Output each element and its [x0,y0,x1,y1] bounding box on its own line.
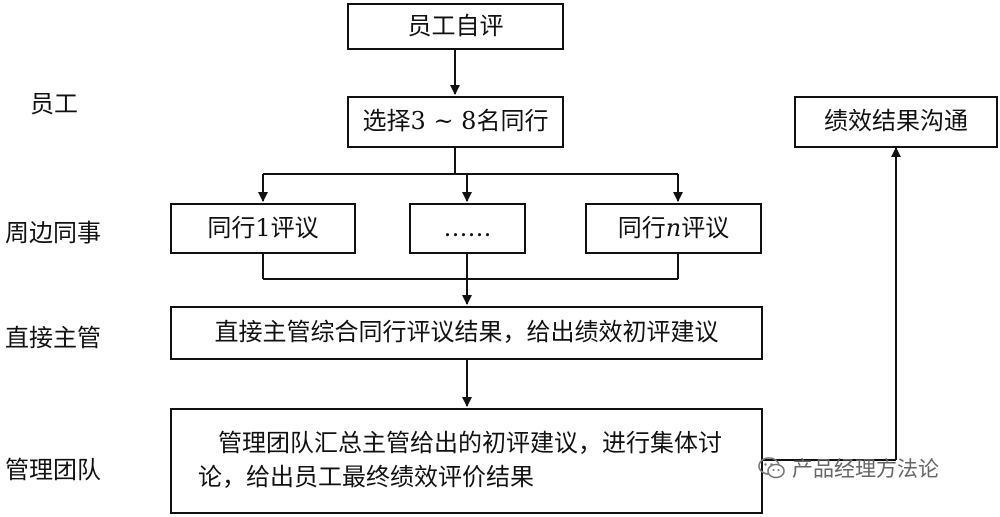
node-peer-review-ellipsis: …… [409,203,526,254]
node-self-review: 员工自评 [347,3,564,50]
watermark-text: 产品经理方法论 [792,457,939,481]
node-result-communication: 绩效结果沟通 [794,96,998,148]
wechat-icon [758,457,785,479]
node-select-peers: 选择3 ~ 8名同行 [347,96,564,148]
management-step-text: 管理团队汇总主管给出的初评建议，进行集体讨论，给出员工最终绩效评价结果 [198,429,722,491]
role-peers: 周边同事 [5,219,101,247]
peer-review-n-variable: n [665,213,682,242]
node-supervisor-step: 直接主管综合同行评议结果，给出绩效初评建议 [170,306,763,360]
role-supervisor: 直接主管 [5,324,101,352]
node-peer-review-1: 同行1评议 [170,203,356,254]
peer-review-n-prefix: 同行 [617,213,666,242]
watermark: 产品经理方法论 [758,453,939,483]
role-employee: 员工 [30,90,78,118]
role-management: 管理团队 [5,456,101,484]
node-management-step: 管理团队汇总主管给出的初评建议，进行集体讨论，给出员工最终绩效评价结果 [170,408,763,514]
peer-review-n-suffix: 评议 [681,213,730,242]
